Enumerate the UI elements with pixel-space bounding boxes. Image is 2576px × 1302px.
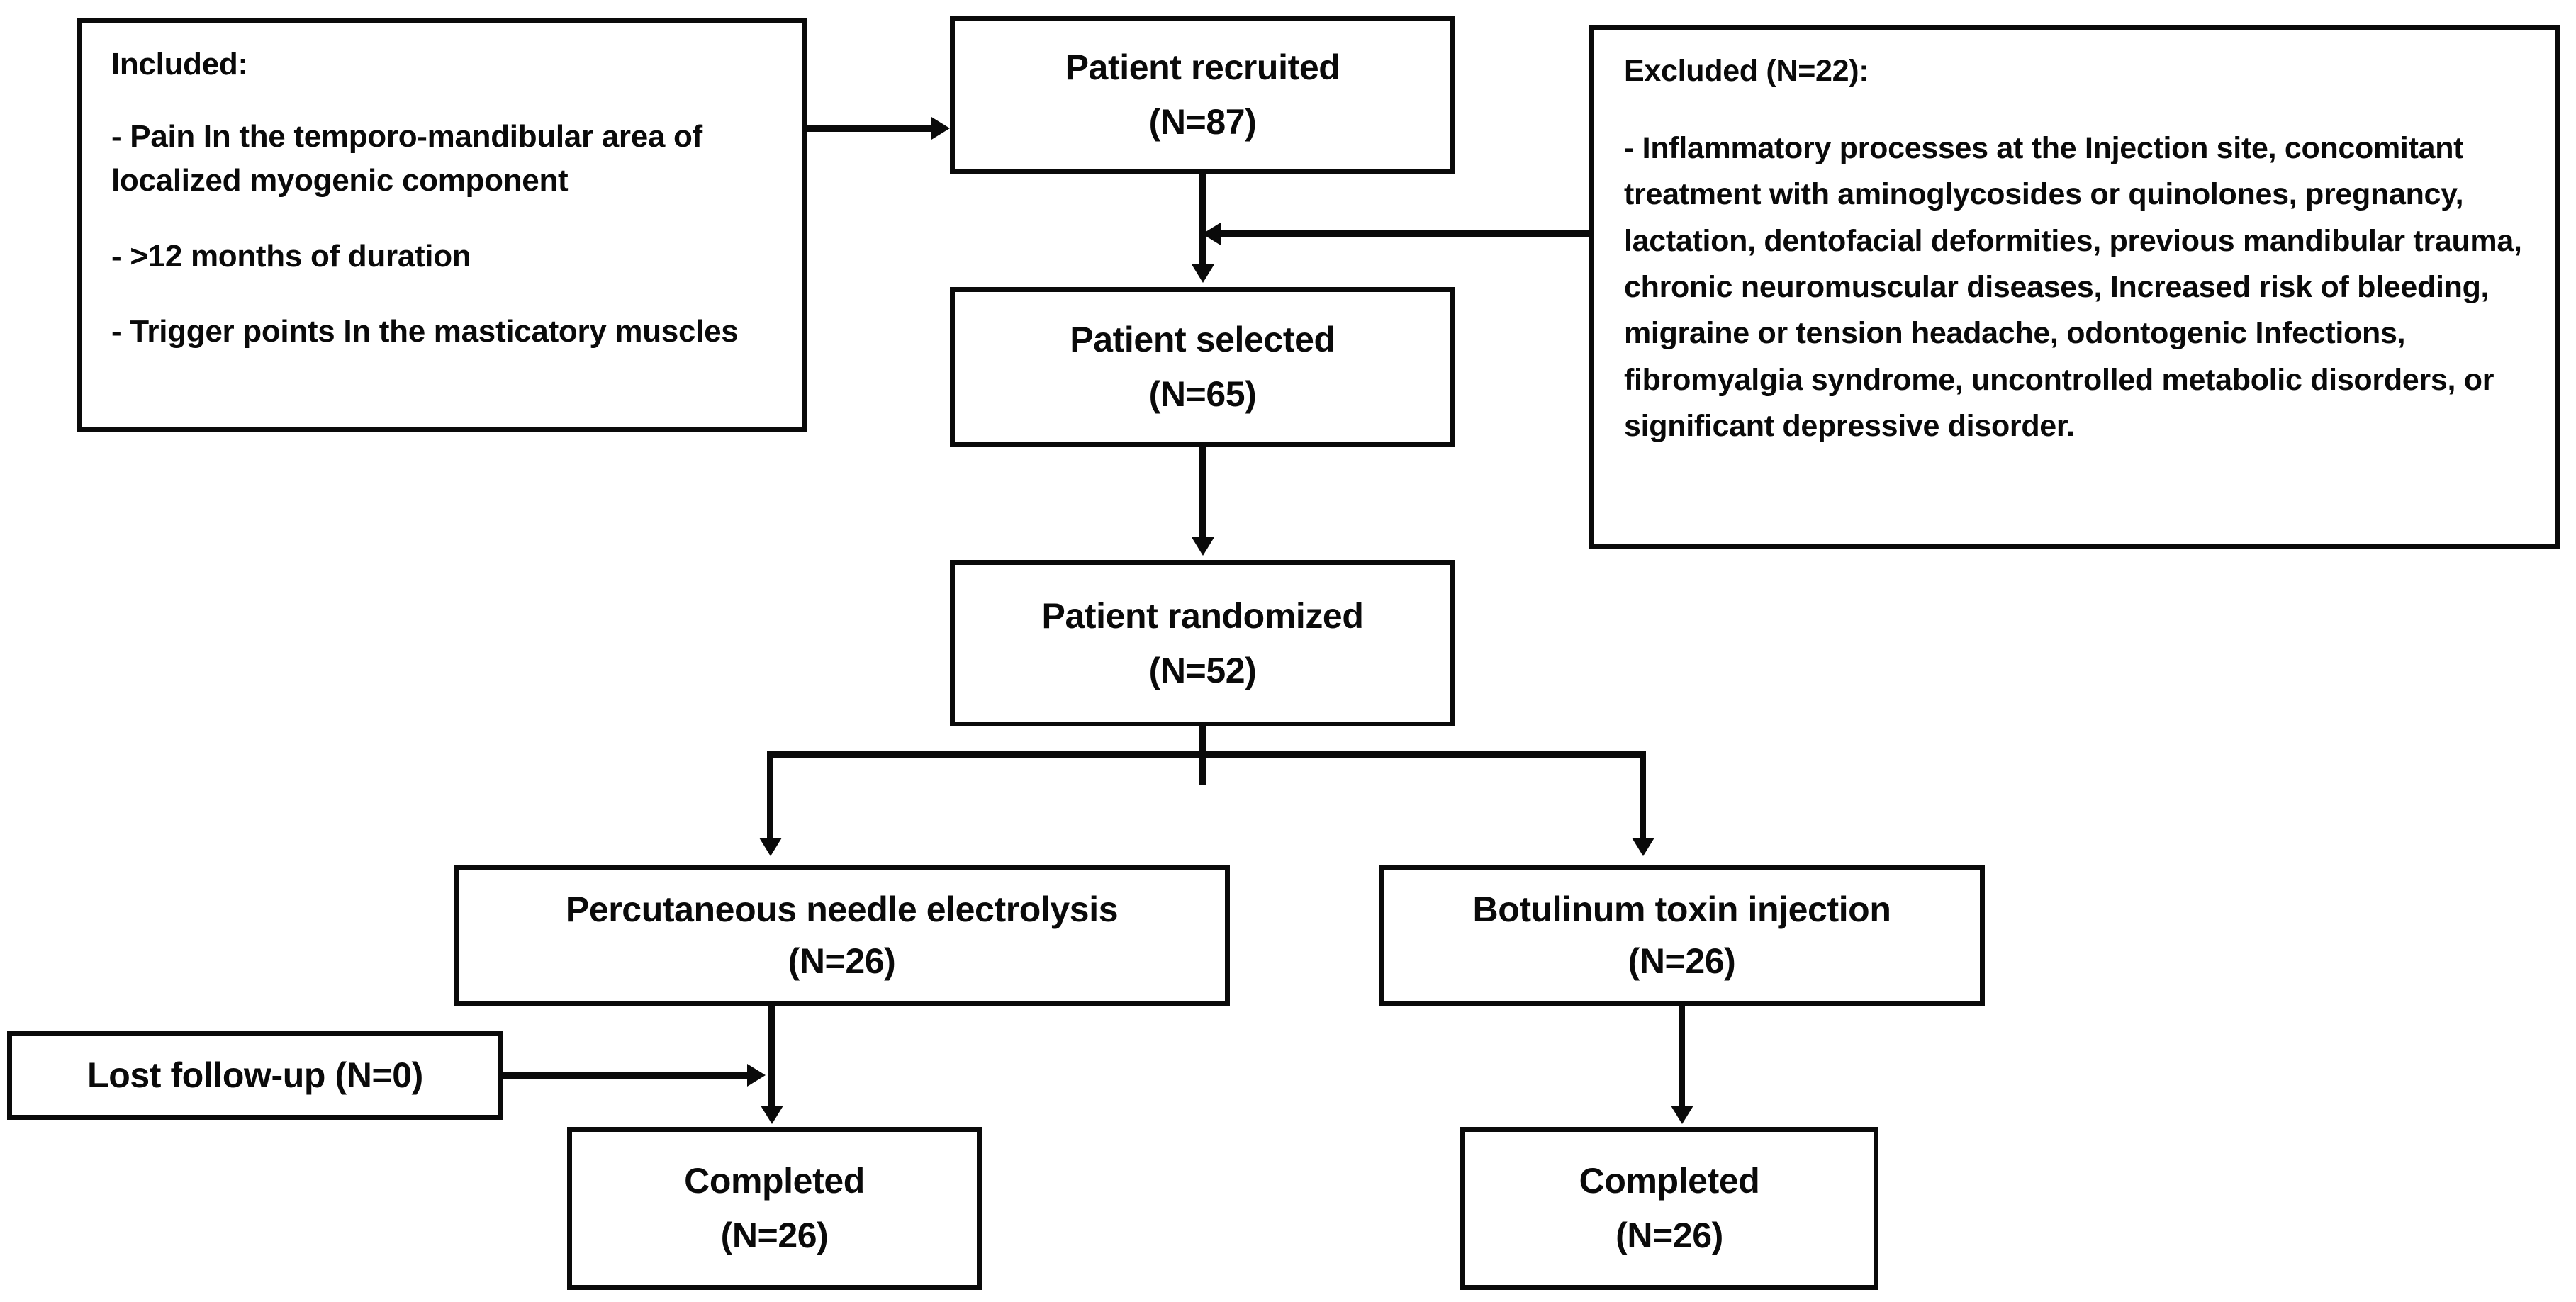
node-lost-followup: Lost follow-up (N=0) bbox=[7, 1031, 503, 1120]
connector-arm-right-to-completed bbox=[1679, 1006, 1685, 1109]
node-arm-right-label: Botulinum toxin injection bbox=[1472, 889, 1891, 929]
connector-split-left bbox=[767, 751, 773, 842]
arrowhead-inclusion-to-recruited bbox=[931, 117, 950, 140]
node-completed-left: Completed (N=26) bbox=[567, 1127, 982, 1290]
inclusion-criterion-3: - Trigger points In the masticatory musc… bbox=[111, 314, 739, 349]
arrowhead-recruited-to-selected bbox=[1192, 264, 1214, 283]
node-patient-selected: Patient selected (N=65) bbox=[950, 287, 1455, 447]
node-completed-right-count: (N=26) bbox=[1615, 1216, 1723, 1255]
inclusion-criteria-box: Included: - Pain In the temporo-mandibul… bbox=[77, 18, 807, 432]
node-patient-selected-count: (N=65) bbox=[1148, 374, 1257, 414]
connector-inclusion-to-recruited bbox=[807, 125, 934, 132]
arrowhead-lost-followup-to-flow bbox=[747, 1064, 766, 1087]
connector-exclusion-to-flow bbox=[1221, 230, 1591, 237]
connector-split-right bbox=[1640, 751, 1646, 842]
node-completed-left-count: (N=26) bbox=[720, 1216, 829, 1255]
arrowhead-selected-to-randomized bbox=[1192, 537, 1214, 556]
node-patient-recruited-label: Patient recruited bbox=[1065, 47, 1340, 87]
node-patient-recruited-count: (N=87) bbox=[1148, 101, 1257, 142]
node-patient-randomized-count: (N=52) bbox=[1148, 650, 1257, 690]
arrowhead-arm-left-to-completed bbox=[761, 1106, 783, 1124]
arrowhead-exclusion-to-flow bbox=[1202, 223, 1221, 245]
exclusion-criterion-1: - Inflammatory processes at the Injectio… bbox=[1624, 131, 2522, 444]
connector-selected-to-randomized bbox=[1199, 447, 1206, 541]
connector-lost-followup-to-flow bbox=[503, 1072, 750, 1079]
node-completed-right: Completed (N=26) bbox=[1460, 1127, 1878, 1290]
node-completed-left-label: Completed bbox=[684, 1161, 865, 1201]
node-patient-selected-label: Patient selected bbox=[1070, 319, 1335, 359]
inclusion-criterion-2: - >12 months of duration bbox=[111, 238, 471, 274]
arrowhead-split-right bbox=[1632, 838, 1654, 856]
connector-randomized-split-bar bbox=[767, 751, 1646, 758]
node-lost-followup-label: Lost follow-up (N=0) bbox=[87, 1055, 423, 1095]
inclusion-criterion-1: - Pain In the temporo-mandibular area of… bbox=[111, 119, 702, 198]
node-arm-botulinum-toxin-injection: Botulinum toxin injection (N=26) bbox=[1379, 865, 1985, 1006]
node-arm-right-count: (N=26) bbox=[1628, 941, 1736, 981]
node-patient-randomized-label: Patient randomized bbox=[1041, 595, 1364, 636]
arrowhead-split-left bbox=[759, 838, 782, 856]
node-arm-left-count: (N=26) bbox=[788, 941, 896, 981]
exclusion-heading: Excluded (N=22): bbox=[1624, 54, 1869, 88]
node-completed-right-label: Completed bbox=[1579, 1161, 1760, 1201]
node-arm-left-label: Percutaneous needle electrolysis bbox=[565, 889, 1119, 929]
arrowhead-arm-right-to-completed bbox=[1671, 1106, 1693, 1124]
connector-arm-left-to-completed bbox=[768, 1006, 775, 1109]
node-patient-recruited: Patient recruited (N=87) bbox=[950, 16, 1455, 174]
exclusion-criteria-box: Excluded (N=22): - Inflammatory processe… bbox=[1589, 25, 2560, 549]
inclusion-heading: Included: bbox=[111, 47, 248, 82]
connector-recruited-to-selected bbox=[1199, 174, 1206, 269]
node-arm-percutaneous-needle-electrolysis: Percutaneous needle electrolysis (N=26) bbox=[454, 865, 1230, 1006]
node-patient-randomized: Patient randomized (N=52) bbox=[950, 560, 1455, 726]
